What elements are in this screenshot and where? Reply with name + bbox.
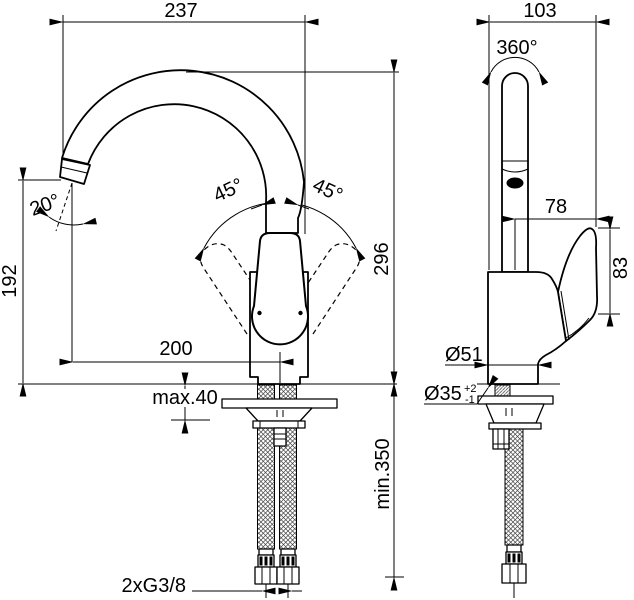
clamp-cone — [245, 407, 313, 422]
swivel-left-label: 45° — [210, 174, 247, 207]
dim-hole-diameter: Ø35 +2 -1 — [424, 374, 499, 406]
spout-rotation-label: 360° — [496, 37, 537, 59]
dim-head-width: 103 — [476, 0, 610, 270]
handle-length-label: 83 — [610, 257, 632, 279]
spout-top-height-label: 296 — [371, 242, 393, 275]
dim-handle-reach: 78 — [501, 196, 610, 270]
swivel-arrow-right — [284, 197, 310, 210]
clamp-bar-front — [488, 422, 542, 430]
dim-hose-length: min.350 — [372, 371, 404, 591]
threaded-shank — [494, 384, 511, 397]
hole-tolerance-plus: +2 — [464, 383, 477, 395]
clamp-bar — [252, 420, 306, 429]
deck-thickness-label: max.40 — [152, 387, 218, 409]
front-view: 103 360° 78 83 Ø51 Ø35 +2 -1 — [424, 0, 632, 598]
dim-handle-length: 83 — [598, 216, 632, 327]
handle-reach-label: 78 — [545, 196, 567, 218]
side-view: 237 192 296 min.350 200 max.40 — [0, 0, 404, 598]
swivel-arrow-left — [250, 197, 276, 210]
dim-spout-top-height: 296 — [186, 59, 399, 397]
handle-dot-left — [257, 310, 262, 316]
aerator-outlet — [506, 177, 524, 189]
handle-seam — [560, 290, 570, 341]
hose-fitting-left — [254, 548, 278, 598]
outlet-height-label: 192 — [0, 264, 21, 297]
spout-aerator — [59, 158, 91, 185]
reach-to-axis-label: 200 — [159, 338, 192, 360]
hole-tolerance-minus: -1 — [465, 394, 475, 406]
dim-reach-to-axis: 200 — [59, 338, 294, 383]
lever-handle — [557, 227, 599, 342]
aerator-band-line — [60, 166, 88, 174]
hole-diameter-label: Ø35 — [424, 383, 462, 405]
spout-reach-label: 237 — [164, 0, 197, 22]
handle-dot-right — [298, 310, 303, 316]
hose-length-label: min.350 — [372, 438, 394, 509]
base-diameter-label: Ø51 — [445, 344, 483, 366]
swivel-right-label: 45° — [309, 174, 346, 207]
dim-deck-thickness: max.40 — [152, 372, 218, 434]
escutcheon-plate — [221, 398, 338, 409]
spout-outline — [61, 69, 305, 234]
clamp-cone-front — [485, 403, 545, 424]
dim-base-diameter: Ø51 — [445, 344, 552, 369]
stud-nut-front — [492, 428, 510, 450]
hose-fitting-right — [276, 548, 300, 598]
hose-fitting-front — [501, 544, 527, 598]
connection-thread-label: 2xG3/8 — [122, 575, 186, 597]
clamp-stud-nut — [273, 427, 287, 447]
dim-spout-rotation: 360° — [481, 37, 549, 86]
dim-outlet-height: 192 — [0, 167, 61, 397]
dim-spout-end-angle: 20° — [27, 182, 97, 362]
body-profile — [487, 271, 567, 385]
aerator-curve — [501, 168, 529, 173]
dim-spout-reach: 237 — [49, 0, 319, 234]
dim-connection-thread: 2xG3/8 — [122, 575, 302, 597]
head-width-label: 103 — [523, 0, 556, 22]
spout-end-angle-label: 20° — [27, 190, 63, 221]
handle-front — [251, 232, 309, 346]
escutcheon-plate-front — [477, 395, 554, 405]
